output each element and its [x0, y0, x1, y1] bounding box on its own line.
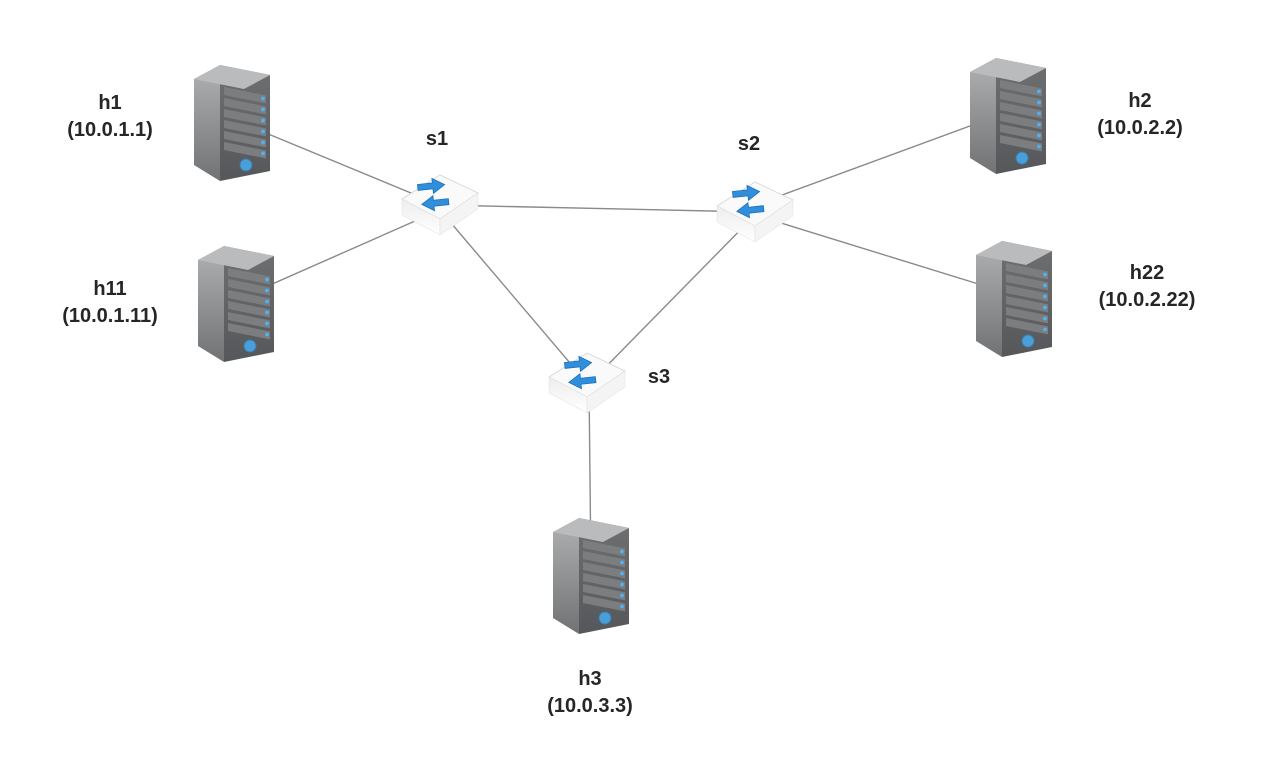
- node-h11-name: h11: [93, 278, 127, 300]
- switch-icon: [545, 343, 629, 423]
- node-s2: [713, 172, 797, 257]
- node-s1-name: s1: [425, 128, 449, 150]
- node-h11-ip: (10.0.1.11): [62, 305, 158, 327]
- node-h1-name: h1: [98, 92, 122, 114]
- server-icon: [186, 55, 278, 183]
- node-s2-name: s2: [737, 133, 761, 155]
- node-s1-label: s1: [426, 126, 448, 153]
- link-s2-s3: [589, 214, 756, 384]
- link-s1-s3: [439, 209, 588, 384]
- node-h3-label: h3 (10.0.3.3): [547, 666, 633, 720]
- node-h22-ip: (10.0.2.22): [1098, 289, 1196, 311]
- switch-icon: [398, 165, 482, 245]
- node-h22: [968, 231, 1060, 364]
- node-h2-label: h2 (10.0.2.2): [1097, 88, 1183, 142]
- link-s2-h2: [754, 111, 1009, 206]
- node-h1-label: h1 (10.0.1.1): [67, 90, 153, 144]
- node-s1: [398, 165, 482, 250]
- node-s2-label: s2: [738, 131, 760, 158]
- server-icon: [962, 48, 1054, 176]
- link-s1-s2: [439, 204, 756, 213]
- node-s3-label: s3: [648, 364, 670, 391]
- node-h2-name: h2: [1128, 90, 1152, 112]
- node-h1-ip: (10.0.1.1): [67, 119, 153, 141]
- node-h22-name: h22: [1129, 262, 1165, 284]
- node-h2-ip: (10.0.2.2): [1097, 117, 1183, 139]
- node-h11-label: h11 (10.0.1.11): [62, 276, 158, 330]
- server-icon: [968, 231, 1060, 359]
- link-s2-h22: [754, 214, 1015, 296]
- node-h3: [545, 508, 637, 641]
- node-h3-ip: (10.0.3.3): [547, 695, 633, 717]
- switch-icon: [713, 172, 797, 252]
- node-h22-label: h22 (10.0.2.22): [1099, 260, 1196, 314]
- node-h1: [186, 55, 278, 188]
- node-h3-name: h3: [578, 668, 602, 690]
- node-s3: [545, 343, 629, 428]
- node-s3-name: s3: [647, 366, 671, 388]
- server-icon: [190, 236, 282, 364]
- server-icon: [545, 508, 637, 636]
- node-h11: [190, 236, 282, 369]
- node-h2: [962, 48, 1054, 181]
